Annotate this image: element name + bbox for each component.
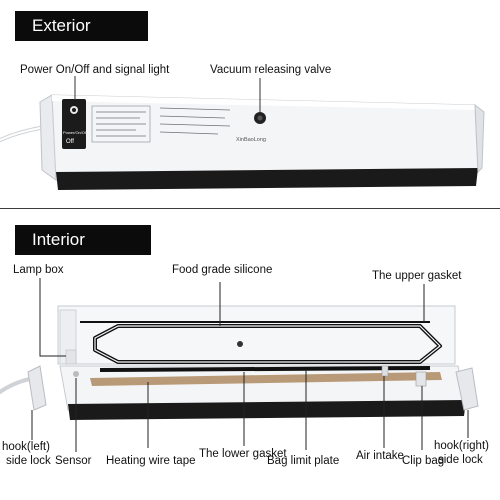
- power-panel-off: Off: [66, 139, 74, 145]
- exterior-base: [56, 168, 478, 190]
- hook-right: [455, 367, 479, 411]
- instruction-panel: [91, 105, 231, 143]
- interior-base: [68, 400, 466, 420]
- power-panel: [62, 99, 86, 149]
- power-panel-caption: Power/On/Off: [63, 130, 88, 135]
- label-hook-left-line2: side lock: [6, 455, 51, 467]
- label-lower-gasket: The lower gasket: [199, 448, 287, 460]
- label-food-grade-silicone: Food grade silicone: [172, 264, 273, 276]
- sensor-icon: [73, 371, 79, 377]
- label-heating-wire: Heating wire tape: [106, 455, 196, 467]
- exterior-title: Exterior: [32, 16, 91, 35]
- exterior-device: [0, 76, 485, 190]
- label-sensor: Sensor: [55, 455, 92, 467]
- interior-title: Interior: [32, 230, 85, 249]
- section-divider: [0, 208, 500, 209]
- label-hook-left-line1: hook(left): [2, 441, 50, 453]
- clip-bag-icon: [415, 371, 427, 387]
- heating-wire-tape: [90, 372, 442, 386]
- label-hook-right-line2: side lock: [438, 454, 483, 466]
- lower-gasket-strip: [100, 366, 430, 372]
- exterior-banner: Exterior: [15, 11, 148, 41]
- lid-vent-icon: [237, 341, 243, 347]
- label-air-intake: Air intake: [356, 450, 404, 462]
- interior-device: [0, 278, 479, 452]
- label-hook-right-line1: hook(right): [434, 440, 489, 452]
- interior-banner: Interior: [15, 225, 151, 255]
- label-upper-gasket: The upper gasket: [372, 270, 462, 282]
- brand-text: XinBaoLong: [236, 137, 266, 143]
- hook-left: [27, 365, 47, 411]
- label-bag-limit: Bag limit plate: [267, 455, 340, 467]
- air-intake-icon: [381, 365, 389, 377]
- label-vacuum-valve: Vacuum releasing valve: [210, 64, 332, 76]
- lamp-box: [65, 349, 77, 365]
- label-power: Power On/Off and signal light: [20, 64, 170, 76]
- label-lamp-box: Lamp box: [13, 264, 64, 276]
- interior-lid: [57, 305, 456, 365]
- label-clip-bag: Clip bag: [402, 455, 445, 467]
